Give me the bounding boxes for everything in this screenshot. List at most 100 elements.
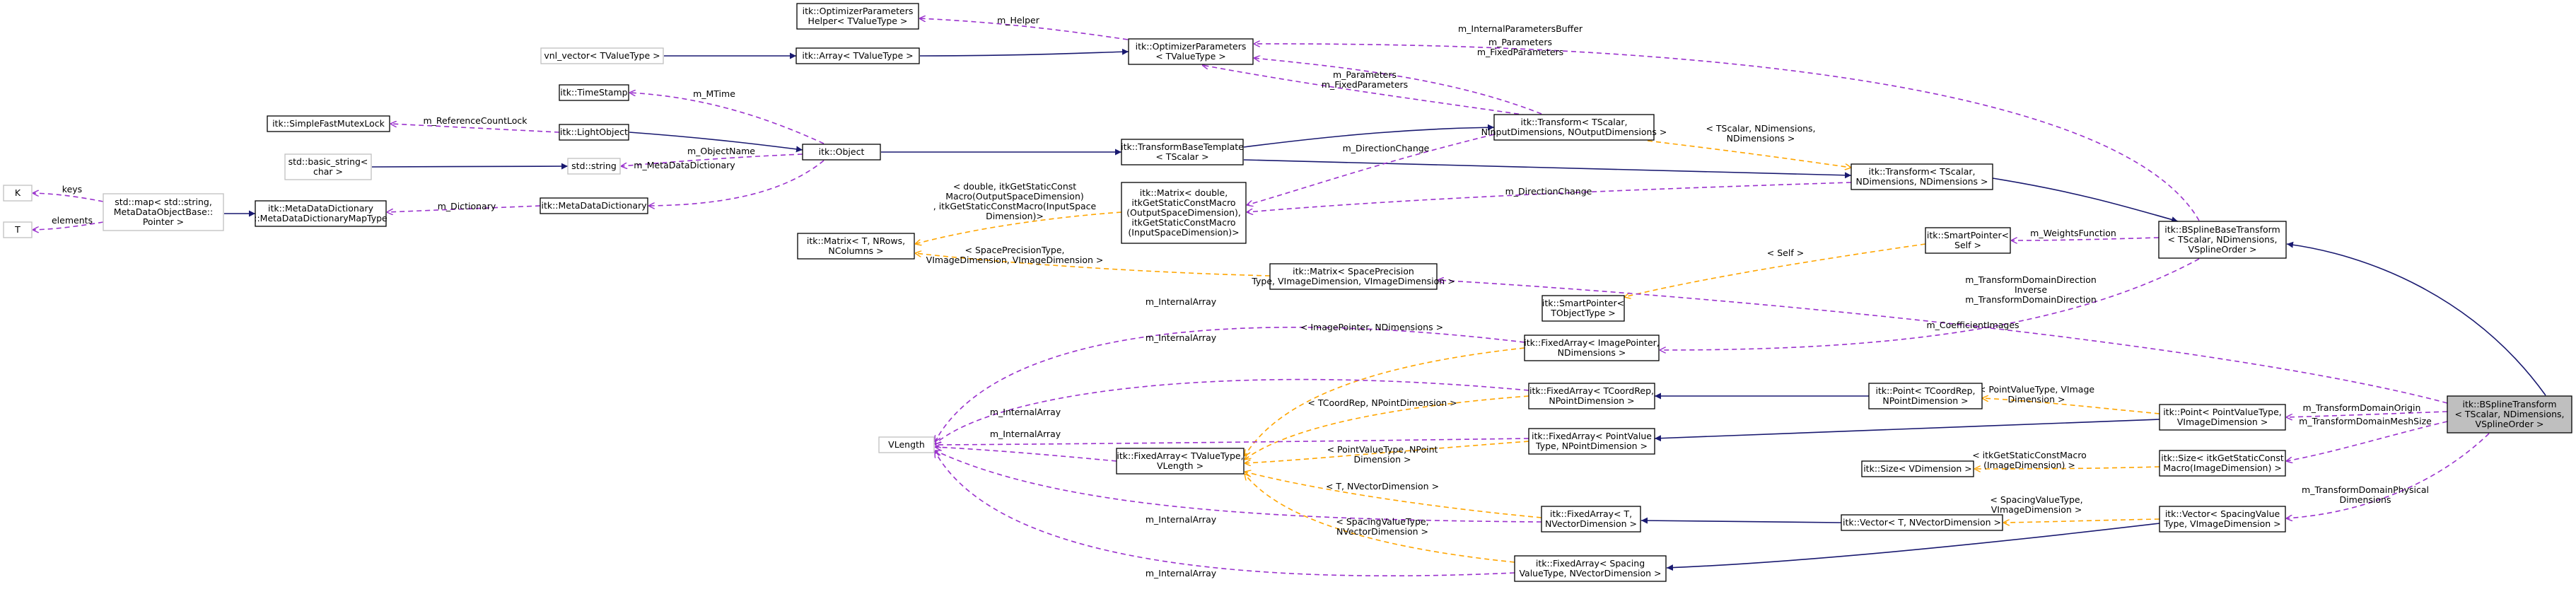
edge-label-spacing-vimage: < SpacingValueType,VImageDimension >	[1990, 494, 2082, 515]
class-node-matrix-double[interactable]: itk::Matrix< double,itkGetStaticConstMac…	[1121, 182, 1247, 244]
edge-params-transformIO	[1254, 58, 1542, 115]
class-node-vnl-vector[interactable]: vnl_vector< TValueType >	[540, 47, 664, 64]
edge-tn-vector	[1640, 517, 1842, 524]
edge-label-point-value-npoint: < PointValueType, NPointDimension >	[1327, 444, 1438, 465]
class-node-meta-dict[interactable]: itk::MetaDataDictionary	[540, 197, 648, 214]
edge-domain-physical	[2286, 433, 2490, 518]
edge-label-line: m_Parameters	[1488, 37, 1552, 47]
edge-size-tpl	[1974, 467, 2160, 469]
class-node-label: ::MetaDataDictionaryMapType	[254, 213, 387, 223]
class-node-label: K	[15, 187, 21, 198]
edge-label-internal-array-5: m_InternalArray	[1146, 514, 1217, 525]
class-node-vector-t-n[interactable]: itk::Vector< T, NVectorDimension >	[1841, 514, 2003, 531]
edge-tn-tpl	[1245, 472, 1542, 518]
class-node-label: itk::Point< TCoordRep,	[1875, 385, 1975, 396]
edge-pointvalue-pv	[1654, 419, 2160, 442]
class-node-point-coord-rep[interactable]: itk::Point< TCoordRep,NPointDimension >	[1868, 383, 1983, 409]
class-node-label: itk::TransformBaseTemplate	[1121, 141, 1244, 152]
class-node-label: < TScalar, NDimensions,	[2167, 234, 2277, 245]
edge-ia-coordrep	[935, 378, 1529, 444]
class-node-basic-string[interactable]: std::basic_string<char >	[284, 153, 372, 180]
edge-label-helper: m_Helper	[997, 15, 1040, 25]
class-node-fa-point-value[interactable]: itk::FixedArray< PointValueType, NPointD…	[1528, 428, 1655, 455]
edge-label-line: Dimension >	[1354, 454, 1411, 465]
class-node-transform-i-o[interactable]: itk::Transform< TScalar,NInputDimensions…	[1481, 114, 1667, 141]
class-node-vector-s-v[interactable]: itk::Vector< SpacingValueType, VImageDim…	[2159, 506, 2286, 533]
class-node-label: itk::Matrix< SpacePrecision	[1293, 266, 1414, 277]
edge-label-direction-change-1: m_DirectionChange	[1343, 143, 1430, 153]
class-node-vlength[interactable]: VLength	[878, 436, 935, 453]
class-node-tf-base-tpl[interactable]: itk::TransformBaseTemplate< TScalar >	[1121, 139, 1244, 165]
class-node-label: VLength >	[1157, 460, 1204, 471]
edge-label-line: < TScalar, NDimensions,	[1706, 123, 1815, 134]
edge-label-domain-mesh-size: m_TransformDomainMeshSize	[2299, 416, 2432, 426]
class-node-matrix-s-p[interactable]: itk::Matrix< SpacePrecisionType, VImageD…	[1251, 263, 1455, 290]
class-node-fa-coord-rep[interactable]: itk::FixedArray< TCoordRep,NPointDimensi…	[1528, 383, 1655, 409]
edge-label-line: Dimension >	[2008, 394, 2065, 405]
edge-label-line: m_InternalArray	[1146, 514, 1217, 525]
class-node-label: itk::FixedArray< Spacing	[1536, 558, 1645, 569]
class-node-fa-t-value[interactable]: itk::FixedArray< TValueType,VLength >	[1116, 448, 1245, 475]
class-node-time-stamp[interactable]: itk::TimeStamp	[559, 84, 629, 101]
class-node-itk-object[interactable]: itk::Object	[802, 144, 881, 161]
class-node-smart-ptr-self[interactable]: itk::SmartPointer<Self >	[1925, 227, 2011, 254]
class-node-std-string[interactable]: std::string	[567, 158, 621, 175]
class-node-fa-spacing[interactable]: itk::FixedArray< SpacingValueType, NVect…	[1514, 555, 1667, 582]
class-node-mutex-lock[interactable]: itk::SimpleFastMutexLock	[267, 115, 390, 132]
edge-label-t-nvector: < T, NVectorDimension >	[1326, 481, 1439, 492]
class-node-smart-ptr-t[interactable]: itk::SmartPointer<TObjectType >	[1541, 295, 1625, 322]
class-node-label: VImageDimension >	[2177, 417, 2268, 427]
class-node-size-macro[interactable]: itk::Size< itkGetStaticConstMacro(ImageD…	[2159, 450, 2286, 477]
class-node-label: T	[14, 224, 21, 235]
class-node-bspline-base[interactable]: itk::BSplineBaseTransform< TScalar, NDim…	[2158, 221, 2287, 259]
edge-label-line: Macro(OutputSpaceDimension)	[945, 191, 1084, 202]
edge-label-internal-params-buffer: m_InternalParametersBuffer	[1458, 23, 1583, 34]
edge-label-line: m_MetaDataDictionary	[634, 160, 735, 170]
edge-ia-spacing	[935, 451, 1515, 576]
edge-label-spacing-nvector: < SpacingValueType,NVectorDimension >	[1336, 516, 1428, 537]
class-node-label: ValueType, NVectorDimension >	[1519, 568, 1661, 578]
edge-ia-imageptr	[935, 327, 1525, 442]
edge-label-line: < ImagePointer, NDimensions >	[1300, 322, 1443, 332]
edge-label-metadata-dictionary: m_MetaDataDictionary	[634, 160, 735, 170]
class-node-matrix-t[interactable]: itk::Matrix< T, NRows,NColumns >	[797, 233, 915, 260]
edge-elements	[33, 221, 104, 230]
edge-label-line: m_InternalArray	[1146, 332, 1217, 343]
class-node-label: std::basic_string<	[289, 156, 368, 167]
class-node-label: Helper< TValueType >	[808, 16, 908, 26]
class-node-map-type[interactable]: itk::MetaDataDictionary::MetaDataDiction…	[254, 200, 387, 227]
edge-label-double-macro: < double, itkGetStaticConstMacro(OutputS…	[933, 181, 1097, 221]
class-node-node-t[interactable]: T	[3, 221, 33, 238]
edge-label-line: m_Parameters	[1333, 69, 1397, 80]
class-node-label: itk::Point< PointValueType,	[2163, 407, 2282, 417]
edge-metadict	[648, 160, 824, 206]
class-node-std-map[interactable]: std::map< std::string,MetaDataObjectBase…	[103, 193, 224, 231]
class-node-point-p-v[interactable]: itk::Point< PointValueType,VImageDimensi…	[2159, 404, 2286, 431]
edge-weights-fn	[2011, 237, 2160, 240]
edge-label-domain-origin: m_TransformDomainOrigin	[2303, 402, 2421, 413]
class-node-fa-image-ptr[interactable]: itk::FixedArray< ImagePointer,NDimension…	[1524, 335, 1660, 361]
edge-label-line: < itkGetStaticConstMacro	[1972, 450, 2087, 460]
edge-label-mtime: m_MTime	[693, 88, 735, 99]
class-node-label: vnl_vector< TValueType >	[544, 50, 660, 61]
class-node-label: itkGetStaticConstMacro	[1131, 197, 1235, 208]
class-node-label: itk::Transform< TScalar,	[1520, 117, 1627, 127]
class-node-size-v[interactable]: itk::Size< VDimension >	[1861, 460, 1974, 477]
class-node-bspline-transform[interactable]: itk::BSplineTransform< TScalar, NDimensi…	[2447, 395, 2572, 434]
class-node-opt-params[interactable]: itk::OptimizerParameters< TValueType >	[1128, 38, 1254, 65]
edge-label-dictionary: m_Dictionary	[438, 201, 496, 211]
class-node-fa-t-n[interactable]: itk::FixedArray< T,NVectorDimension >	[1541, 506, 1641, 533]
class-node-label: < TValueType >	[1155, 51, 1226, 62]
class-node-light-object[interactable]: itk::LightObject	[559, 124, 629, 141]
edge-spacing-tpl	[1245, 474, 1515, 563]
class-node-label: char >	[313, 166, 343, 177]
class-node-node-k[interactable]: K	[3, 185, 33, 202]
edge-domain-origin	[2286, 411, 2448, 417]
class-node-itk-array[interactable]: itk::Array< TValueType >	[795, 47, 920, 64]
edge-label-line: Inverse	[2015, 284, 2047, 295]
edge-label-line: , itkGetStaticConstMacro(InputSpace	[933, 201, 1097, 211]
class-node-transform-n-d[interactable]: itk::Transform< TScalar,NDimensions, NDi…	[1851, 163, 1993, 190]
edge-timestamp	[629, 93, 824, 144]
